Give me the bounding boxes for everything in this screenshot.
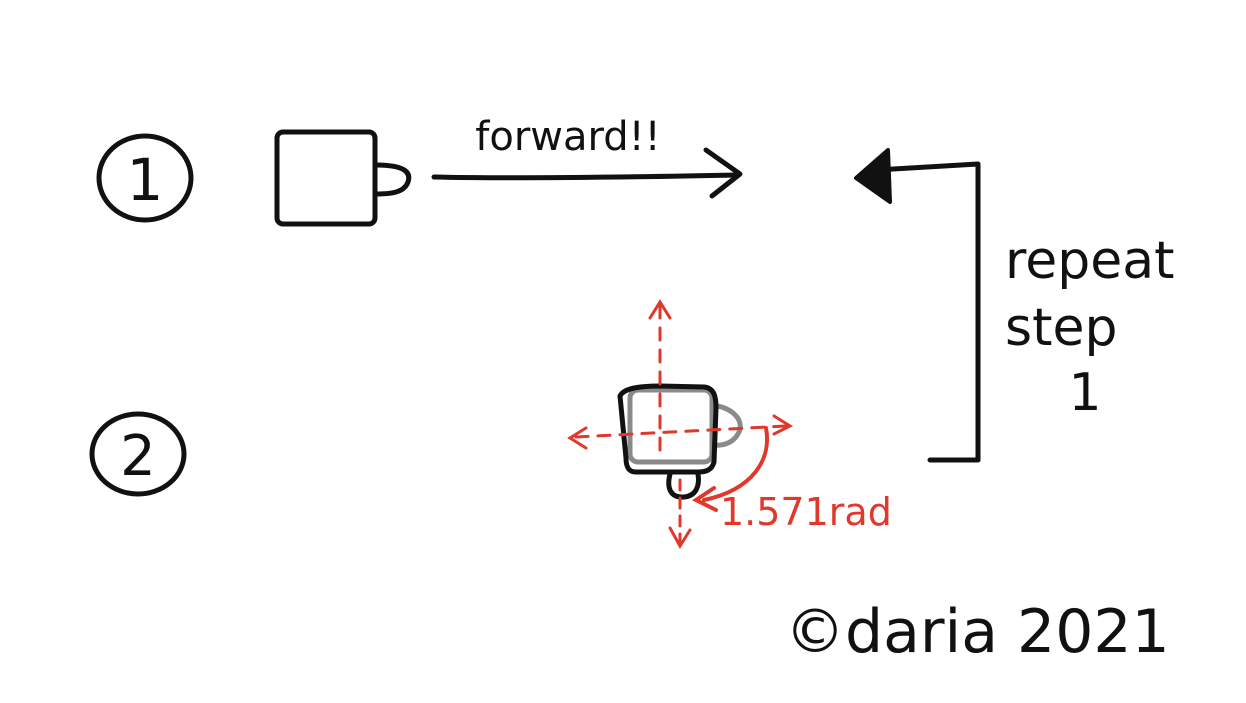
svg-text:repeat: repeat	[1005, 231, 1174, 291]
forward-arrow	[431, 147, 743, 199]
step-2-marker: 2	[89, 411, 187, 497]
mug-step-2	[617, 383, 719, 500]
repeat-step-label: repeat step 1	[1005, 231, 1174, 423]
svg-text:1: 1	[1068, 363, 1101, 423]
mug-step-1	[274, 129, 412, 227]
repeat-loop-arrow	[854, 148, 981, 463]
step-2-circle	[89, 411, 187, 497]
ghost-mug	[627, 387, 743, 465]
rotation-label: 1.571rad	[720, 490, 892, 534]
step-1-number: 1	[127, 146, 164, 214]
svg-text:step: step	[1005, 298, 1117, 358]
rotation-axes	[567, 299, 794, 549]
repeat-arrowhead	[854, 148, 892, 204]
mug-body	[274, 129, 378, 227]
step-2-number: 2	[120, 424, 156, 489]
rotated-mug-handle	[666, 471, 701, 500]
step-1-circle	[96, 133, 194, 223]
step-1-marker: 1	[96, 133, 194, 223]
forward-label: forward!!	[475, 114, 660, 160]
rotation-arc	[692, 426, 769, 512]
mug-handle	[373, 162, 412, 197]
copyright-label: ©daria 2021	[785, 597, 1170, 667]
rotated-mug-body	[617, 383, 719, 475]
